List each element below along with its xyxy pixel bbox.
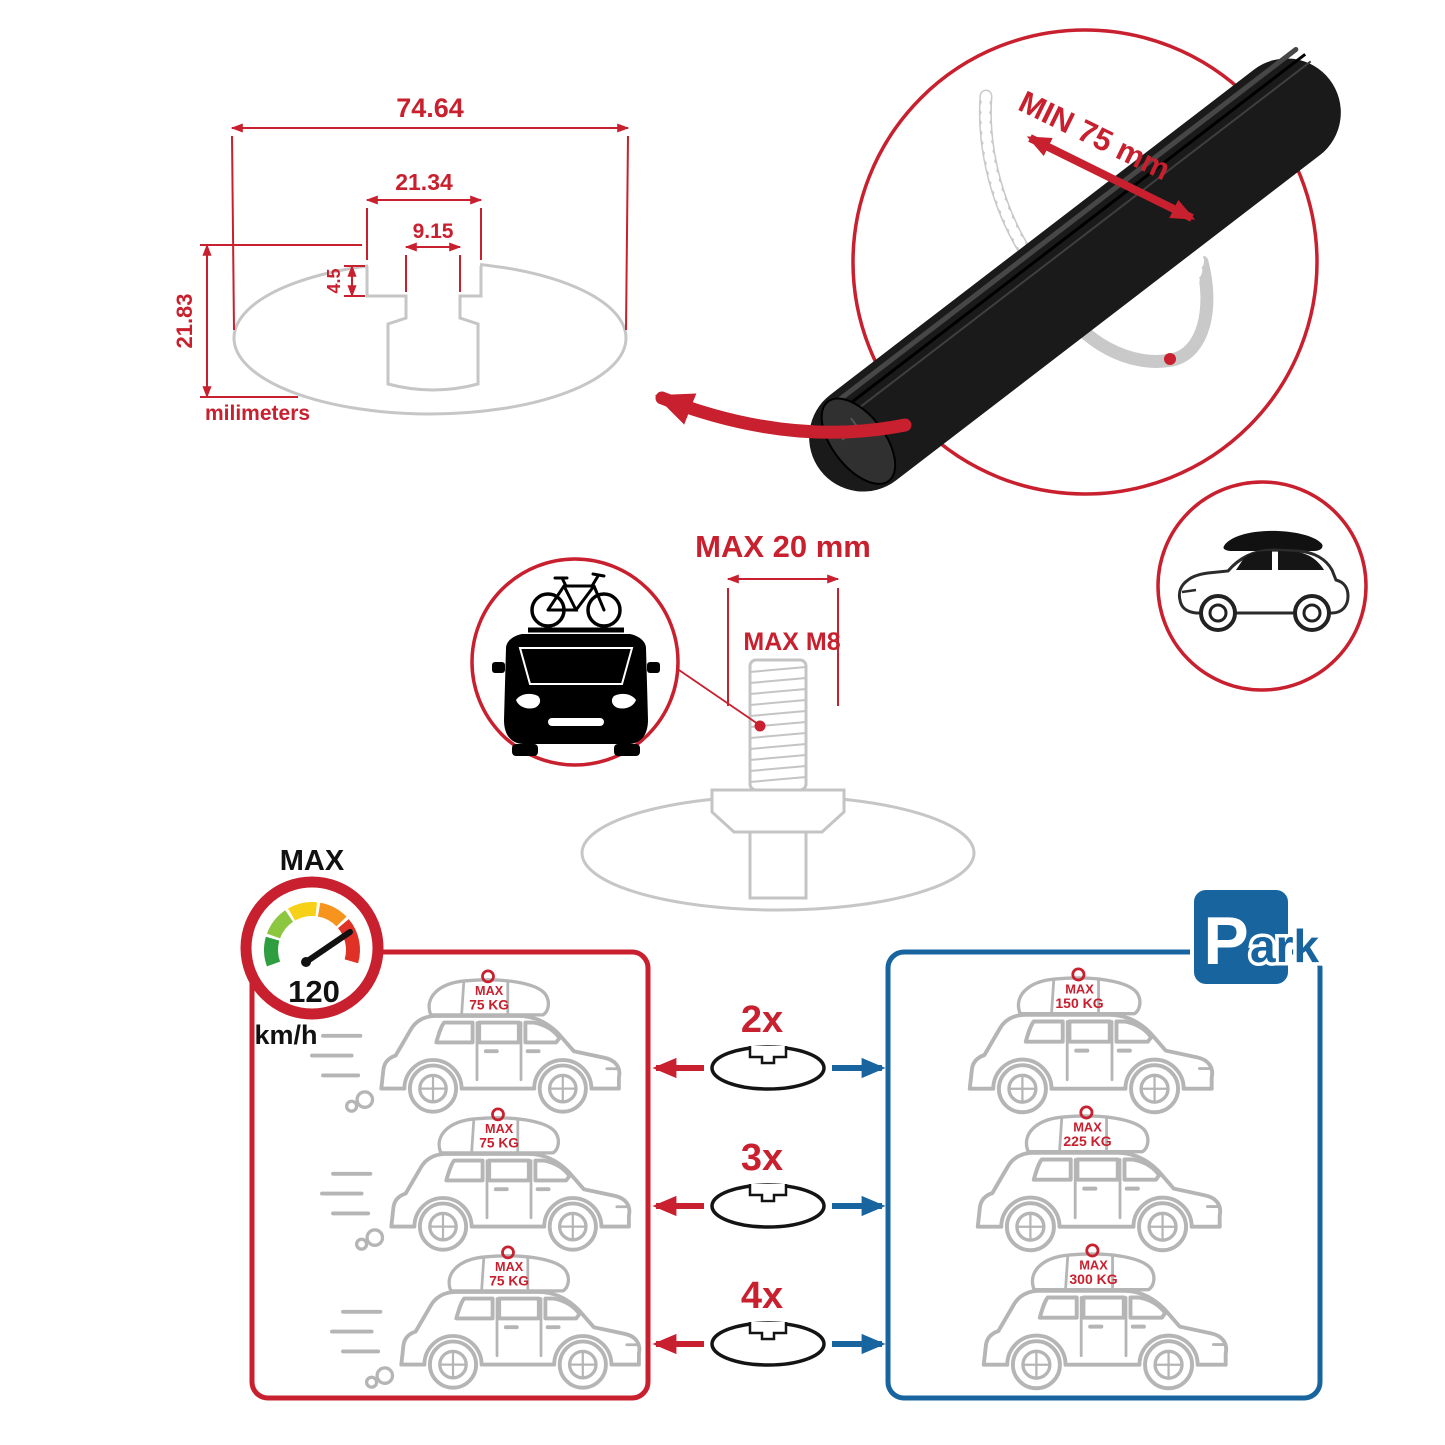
dim-channel-width: 21.34 — [395, 169, 453, 195]
dimension-lines — [200, 123, 630, 399]
dim-total-height: 21.83 — [172, 293, 197, 348]
driving-car-row-2: MAX 75 KG — [320, 1107, 632, 1252]
profile-dimension-drawing: 74.64 21.34 9.15 4.5 21.83 milimeters — [172, 93, 630, 425]
dim-slot-width: 9.15 — [413, 220, 454, 243]
min-length-arrow — [1026, 134, 1196, 222]
vehicle-roofbox-detail — [1156, 480, 1368, 692]
bolt-dimension-lines — [726, 574, 840, 706]
units-label: milimeters — [205, 402, 310, 425]
bolt-point-dot — [754, 720, 766, 732]
car-front-icon — [492, 627, 660, 756]
crossbar-icon — [809, 46, 1341, 492]
crossbar-profile-icon — [710, 1182, 826, 1229]
bicycle-icon — [530, 572, 622, 628]
parking-car-row-1: MAX 150 KG — [967, 967, 1215, 1115]
speed-limit-gauge: MAX 120 km/h — [240, 845, 384, 1050]
speed-units: km/h — [254, 1020, 317, 1050]
dim-total-width: 74.64 — [396, 93, 464, 123]
bag-max-label: MAX — [495, 1260, 524, 1274]
bag-max-label: MAX — [485, 1122, 514, 1136]
bag-load-label: 75 KG — [469, 997, 509, 1012]
quantity-row-2: 3x — [652, 1137, 886, 1229]
speedometer-arc — [264, 901, 360, 967]
speed-value: 120 — [288, 974, 340, 1009]
driving-car-row-1: MAX 75 KG — [310, 969, 622, 1114]
multiplier-label: 2x — [741, 999, 783, 1041]
parking-sign-suffix: ark — [1250, 920, 1319, 972]
bag-load-label: 225 KG — [1063, 1133, 1111, 1149]
speedometer-needle — [303, 929, 353, 965]
bag-max-label: MAX — [1065, 982, 1094, 997]
parking-car-row-2: MAX 225 KG — [975, 1105, 1223, 1253]
driving-car-row-3: MAX 75 KG — [330, 1245, 642, 1390]
crossbar-detail: MIN 75 mm — [654, 28, 1341, 496]
crossbar-profile-icon — [710, 1044, 826, 1091]
bolt-detail: MAX 20 mm MAX M8 — [470, 529, 976, 912]
detail-circle — [851, 28, 1319, 496]
t-slot-channel-outline — [365, 266, 483, 392]
multiplier-label: 4x — [741, 1275, 783, 1317]
bag-load-label: 300 KG — [1069, 1271, 1117, 1287]
t-bolt-icon — [710, 658, 846, 900]
max-bolt-length-label: MAX 20 mm — [695, 529, 871, 564]
parking-sign-letter: P — [1203, 903, 1248, 979]
bag-max-label: MAX — [1073, 1120, 1102, 1135]
parking-car-row-3: MAX 300 KG — [981, 1243, 1229, 1391]
speedometer-icon — [240, 876, 384, 1020]
speed-max-label: MAX — [280, 845, 345, 877]
pointer-arrow-to-profile — [654, 391, 912, 439]
bag-load-label: 75 KG — [479, 1135, 519, 1150]
bag-load-label: 150 KG — [1055, 995, 1103, 1011]
multiplier-label: 3x — [741, 1137, 783, 1179]
bolt-leader-line — [675, 667, 759, 725]
bag-max-label: MAX — [1079, 1258, 1108, 1273]
quantity-row-1: 2x — [652, 999, 886, 1091]
crossbar-profile-icon — [710, 1320, 826, 1367]
quantity-row-3: 4x — [652, 1275, 886, 1367]
clamp-point-dot — [1164, 353, 1176, 365]
suv-roofbox-icon — [1177, 530, 1350, 632]
bag-load-label: 75 KG — [489, 1273, 529, 1288]
bike-carrier-detail — [470, 557, 680, 767]
parking-sign: P ark — [1190, 886, 1323, 988]
bag-max-label: MAX — [475, 984, 504, 998]
dim-step-depth: 4.5 — [324, 268, 344, 293]
max-thread-label: MAX M8 — [743, 628, 840, 656]
